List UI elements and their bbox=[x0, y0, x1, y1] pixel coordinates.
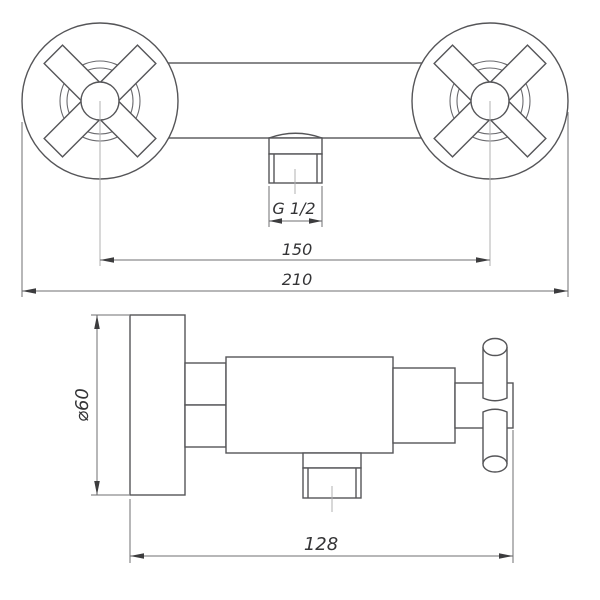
outlet-collar bbox=[268, 137, 323, 155]
dim-128-arrow-right bbox=[499, 553, 513, 559]
connector-nut-lower bbox=[184, 404, 227, 448]
dim-diameter: ⌀60 bbox=[72, 314, 129, 496]
dim-210-label: 210 bbox=[282, 270, 313, 289]
dim-210-arrow-right bbox=[554, 288, 568, 294]
dim-thread-label: G 1/2 bbox=[272, 199, 315, 218]
dim-150-arrow-left bbox=[100, 257, 114, 263]
dim-thread-arrow-left bbox=[269, 218, 282, 224]
valve-housing bbox=[392, 367, 456, 444]
dim-128-label: 128 bbox=[304, 534, 338, 555]
outlet-collar-arch bbox=[268, 132, 323, 139]
dim-thread: G 1/2 bbox=[268, 186, 323, 227]
dim-150-arrow-right bbox=[476, 257, 490, 263]
connector-nut-upper bbox=[184, 362, 227, 406]
wall-flange bbox=[129, 314, 186, 496]
outlet-shoulder-side bbox=[302, 452, 362, 469]
side-handle bbox=[482, 337, 508, 473]
handle-spoke-bottom bbox=[482, 408, 508, 464]
dim-128-arrow-left bbox=[130, 553, 144, 559]
mixer-body-side bbox=[225, 356, 394, 454]
dim-diameter-arrow-top bbox=[94, 315, 100, 329]
dim-diameter-label: ⌀60 bbox=[72, 388, 93, 422]
dim-thread-arrow-right bbox=[309, 218, 322, 224]
dim-210: 210 bbox=[21, 112, 569, 297]
side-view: ⌀60 128 bbox=[72, 314, 514, 563]
dim-150-label: 150 bbox=[282, 240, 313, 259]
outlet-port-side bbox=[302, 452, 362, 512]
handle-spoke-top-cap bbox=[482, 337, 508, 357]
dim-150: 150 bbox=[100, 240, 490, 263]
front-view: G 1/2 150 210 bbox=[21, 22, 569, 297]
handle-spoke-top bbox=[482, 347, 508, 402]
dim-128: 128 bbox=[129, 430, 514, 563]
dim-diameter-arrow-bottom bbox=[94, 481, 100, 495]
handle-spoke-bottom-cap bbox=[482, 455, 508, 473]
dim-210-arrow-left bbox=[22, 288, 36, 294]
